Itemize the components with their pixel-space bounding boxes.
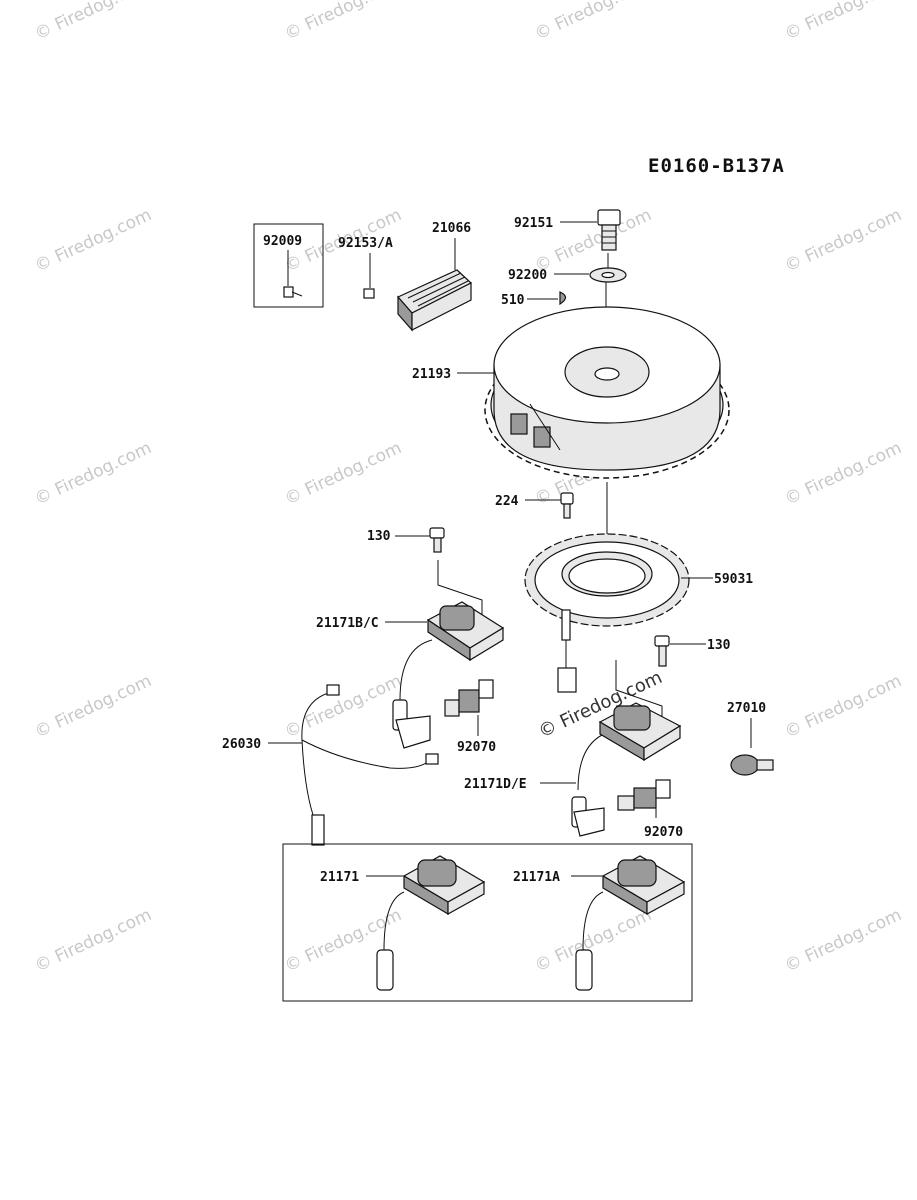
watermark: © Firedog.com	[282, 438, 405, 510]
part-label-21193: 21193	[412, 367, 451, 382]
ignition-coil-21171	[376, 855, 486, 991]
part-92009-inset: 92009	[253, 223, 324, 308]
watermark: © Firedog.com	[32, 905, 155, 977]
watermark: © Firedog.com	[32, 438, 155, 510]
part-label-21171bc: 21171B/C	[316, 616, 379, 631]
part-label-224: 224	[495, 494, 519, 509]
watermark: © Firedog.com	[782, 438, 905, 510]
part-label-130-right: 130	[707, 638, 731, 653]
watermarks: © Firedog.com © Firedog.com © Firedog.co…	[32, 0, 905, 977]
watermark: © Firedog.com	[32, 205, 155, 277]
coil-variants-inset: 21171 21171A	[282, 843, 693, 1002]
watermark: © Firedog.com	[532, 0, 655, 45]
part-label-510: 510	[501, 293, 525, 308]
watermark: © Firedog.com	[282, 671, 405, 743]
part-label-59031: 59031	[714, 572, 753, 587]
screw-224: 224	[495, 492, 574, 519]
diagram-code: E0160-B137A	[648, 155, 785, 177]
part-label-92153a: 92153/A	[338, 236, 393, 251]
part-label-21066: 21066	[432, 221, 471, 236]
watermark: © Firedog.com	[32, 0, 155, 45]
ignition-coil-21171de	[598, 702, 682, 762]
part-label-130-left: 130	[367, 529, 391, 544]
bolt-92009	[283, 286, 303, 298]
spark-plug-92070-left: 92070	[444, 679, 496, 755]
part-label-92070-right: 92070	[644, 825, 683, 840]
watermark: © Firedog.com	[282, 0, 405, 45]
watermark: © Firedog.com	[782, 205, 905, 277]
lead-wire-26030: 26030	[222, 684, 439, 846]
watermark: © Firedog.com	[532, 905, 655, 977]
watermark: © Firedog.com	[782, 0, 905, 45]
ignition-coil-21171bc	[426, 601, 505, 662]
part-label-21171: 21171	[320, 870, 359, 885]
flywheel-hardware: 92151 92200 510	[501, 209, 627, 372]
coil-21171bc-group: 130 21171B/C	[316, 527, 505, 749]
watermark: © Firedog.com	[782, 905, 905, 977]
bolt-92151	[597, 209, 621, 251]
switch-27010: 27010	[727, 701, 774, 776]
watermark: © Firedog.com	[32, 671, 155, 743]
key-510	[559, 291, 567, 306]
regulator-group: 92153/A 21066	[338, 221, 473, 332]
ignition-coil-21171a	[575, 855, 686, 991]
part-label-21171de: 21171D/E	[464, 777, 527, 792]
watermark: © Firedog.com	[782, 671, 905, 743]
part-label-92200: 92200	[508, 268, 547, 283]
regulator-21066	[397, 269, 473, 332]
part-label-26030: 26030	[222, 737, 261, 752]
coil-21171de-group: 130 21171D/E	[464, 635, 731, 837]
spark-plug-92070-right: 92070	[617, 779, 683, 840]
stator-59031: 59031	[524, 533, 753, 693]
flywheel-21193: 21193	[412, 306, 730, 479]
part-label-27010: 27010	[727, 701, 766, 716]
part-label-92009: 92009	[263, 234, 302, 249]
part-label-92151: 92151	[514, 216, 553, 231]
part-label-92070-left: 92070	[457, 740, 496, 755]
part-label-21171a: 21171A	[513, 870, 560, 885]
